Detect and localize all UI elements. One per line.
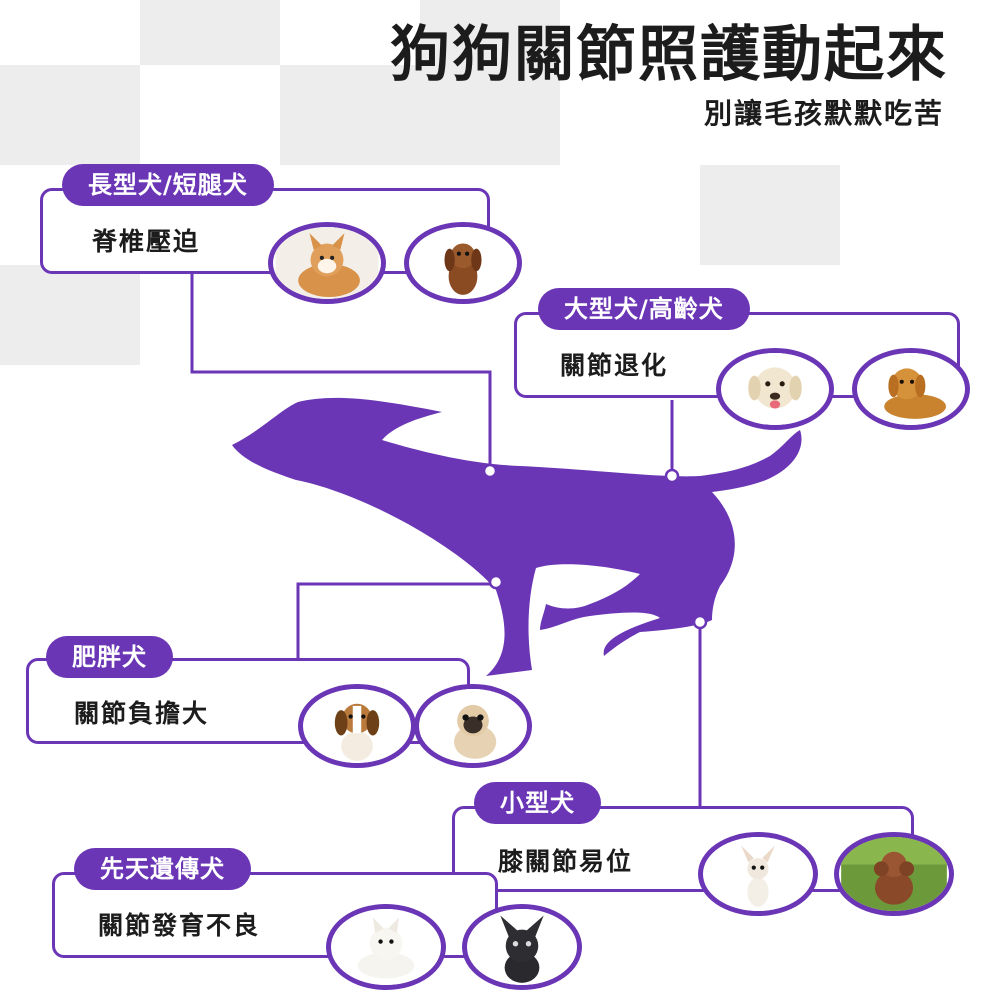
pug-photo [414, 684, 532, 768]
corgi-photo [268, 222, 386, 304]
poodle-photo [834, 832, 954, 916]
beagle-photo [298, 684, 416, 768]
joint-marker [664, 468, 680, 484]
labrador-photo [716, 348, 834, 430]
bg-tile [420, 0, 560, 165]
french-bulldog-photo [462, 904, 582, 990]
bg-tile [140, 0, 280, 65]
joint-marker [488, 574, 504, 590]
category-issue: 脊椎壓迫 [92, 227, 201, 256]
dog-silhouette [232, 397, 802, 676]
bg-tile [280, 65, 420, 165]
category-label: 長型犬/短腿犬 [62, 164, 274, 206]
bg-tile [0, 65, 140, 165]
bg-tile [0, 265, 140, 365]
joint-marker [692, 614, 708, 630]
category-issue: 關節退化 [560, 351, 669, 380]
connector-line [190, 272, 492, 468]
chihuahua-photo [698, 832, 818, 916]
category-issue: 關節發育不良 [98, 911, 261, 940]
joint-marker [482, 463, 498, 479]
golden-retriever-photo [852, 348, 970, 430]
dachshund-photo [404, 222, 522, 304]
page-subtitle: 別讓毛孩默默吃苦 [703, 97, 944, 130]
category-issue: 關節負擔大 [74, 699, 210, 728]
westie-photo [326, 904, 446, 990]
category-label: 先天遺傳犬 [74, 848, 251, 890]
category-label: 小型犬 [474, 782, 601, 824]
category-issue: 膝關節易位 [498, 847, 634, 876]
page-title: 狗狗關節照護動起來 [390, 20, 948, 90]
bg-tile [700, 165, 840, 265]
connector-line [296, 582, 496, 658]
category-label: 肥胖犬 [46, 636, 173, 678]
category-label: 大型犬/高齡犬 [538, 288, 750, 330]
